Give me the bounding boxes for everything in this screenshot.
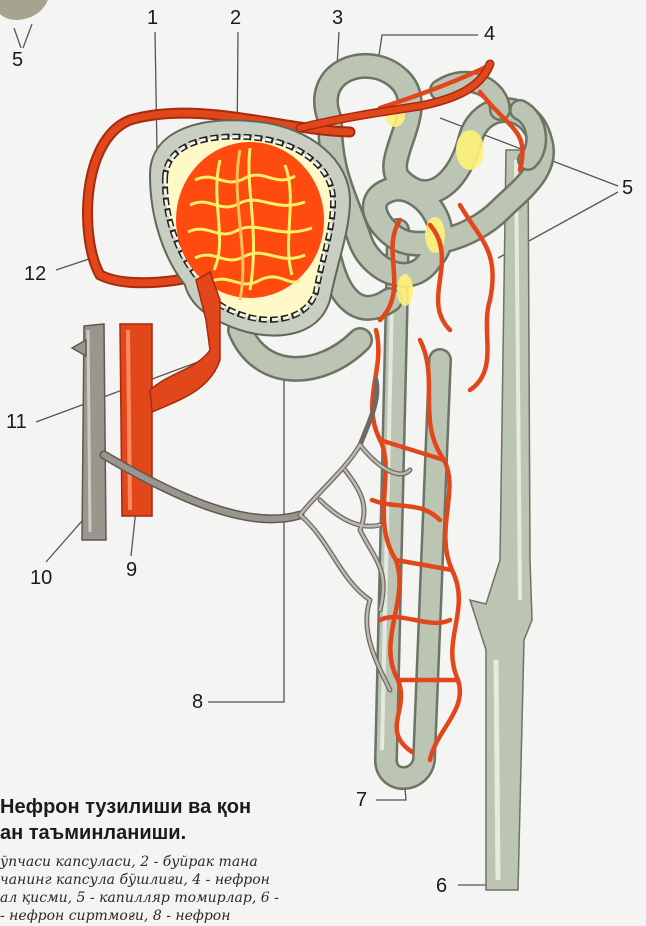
label-2: 2 (230, 8, 241, 28)
label-5-right: 5 (622, 178, 633, 198)
cropped-organ-fragment (0, 0, 48, 20)
caption-line-4: - нефрон сиртмоғи, 8 - нефрон (0, 908, 380, 926)
label-10: 10 (30, 568, 52, 588)
caption-line-1: ўпчаси капсуласи, 2 - буйрак тана (0, 854, 380, 872)
label-5-top: 5 (12, 50, 23, 70)
figure-title-line-2: ан таъминланиши. (0, 820, 340, 846)
label-12: 12 (24, 264, 46, 284)
caption-line-3: ал қисми, 5 - капилляр томирлар, 6 - (0, 890, 380, 908)
figure-title-line-1: Нефрон тузилиши ва қон (0, 794, 340, 820)
label-8: 8 (192, 692, 203, 712)
label-1: 1 (147, 8, 158, 28)
caption-line-2: чанинг капсула бўшлиғи, 4 - нефрон (0, 872, 380, 890)
label-6: 6 (436, 876, 447, 896)
label-3: 3 (332, 8, 343, 28)
label-7: 7 (356, 790, 367, 810)
label-9: 9 (126, 560, 137, 580)
label-4: 4 (484, 24, 495, 44)
label-11: 11 (6, 412, 27, 432)
collecting-duct (470, 150, 532, 890)
